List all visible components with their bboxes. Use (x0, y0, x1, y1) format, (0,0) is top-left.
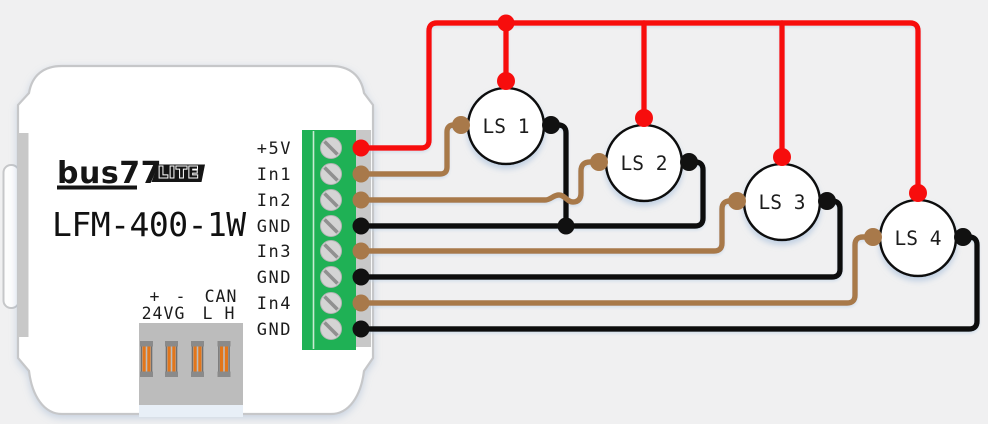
branding: bus77 LITE LFM-400-1W (52, 156, 247, 244)
dot-gnd1 (352, 217, 370, 235)
terminal-block: +5V In1 In2 GND In3 GND In4 GND (257, 130, 356, 350)
label-l: L (203, 304, 214, 323)
wires (358, 20, 980, 332)
label-g: G (175, 304, 186, 323)
sensor-ls2-gnd-dot (680, 153, 698, 171)
terminal-label-gnd2: GND (257, 268, 292, 288)
connector-strip (139, 405, 243, 417)
power-connector: + - CAN 24V G L H (139, 287, 243, 417)
dot-gnd2 (352, 268, 370, 286)
label-plus: + (150, 287, 161, 306)
wire-gnd-ls4 (358, 234, 980, 332)
sensor-ls1-plus-dot (497, 72, 515, 90)
sensor-ls1-label: LS 1 (483, 115, 530, 138)
dot-gnd3 (352, 320, 370, 338)
sensor-ls4-gnd-dot (954, 228, 972, 246)
sensor-ls3: LS 3 (728, 148, 836, 242)
sensor-ls3-plus-dot (773, 148, 791, 166)
wire-in3-ls3 (358, 198, 740, 254)
dot-in2 (352, 191, 370, 209)
terminal-label-in3: In3 (257, 242, 292, 262)
pin-24v (140, 341, 153, 377)
terminal-label-in4: In4 (257, 294, 292, 314)
wire-in2-ls2 (358, 159, 602, 205)
sensor-ls3-gnd-dot (818, 192, 836, 210)
sensor-ls4-input-dot (864, 228, 882, 246)
wire-in4-ls4 (358, 234, 876, 306)
pin-can-l (191, 341, 204, 377)
terminal-label-in2: In2 (257, 191, 292, 211)
dot-in3 (352, 242, 370, 260)
terminal-label-gnd3: GND (257, 320, 292, 340)
dot-in4 (352, 294, 370, 312)
sensor-ls3-label: LS 3 (759, 191, 806, 214)
label-can: CAN (205, 287, 238, 306)
sensor-ls2-plus-dot (635, 109, 653, 127)
connector-pins (140, 341, 231, 377)
label-24v: 24V (142, 304, 175, 323)
sensor-ls2: LS 2 (590, 109, 698, 203)
left-rail (18, 133, 29, 337)
wire-gnd-ls2 (358, 159, 706, 229)
label-h: H (225, 304, 236, 323)
terminal-block-body (302, 130, 356, 350)
junction-dot-5v-bus (497, 14, 515, 32)
left-mount-tab (2, 164, 20, 309)
sensor-ls4-label: LS 4 (895, 227, 942, 250)
pin-can-h (217, 341, 231, 377)
sensor-ls1-gnd-dot (542, 116, 560, 134)
terminal-dots (352, 14, 575, 338)
terminal-screws (320, 137, 342, 340)
brand-logo: bus77 (57, 156, 162, 191)
brand-underline (57, 185, 137, 190)
sensor-ls2-input-dot (590, 153, 608, 171)
sensor-ls2-label: LS 2 (621, 152, 668, 175)
terminal-label-5v: +5V (257, 139, 292, 159)
sensor-ls4-plus-dot (909, 184, 927, 202)
sensor-ls1: LS 1 (452, 72, 560, 166)
label-minus: - (176, 287, 187, 306)
sensor-ls1-input-dot (452, 116, 470, 134)
sensor-ls4: LS 4 (864, 184, 972, 278)
dot-5v (352, 139, 370, 157)
device-body (16, 64, 375, 416)
lite-badge (151, 164, 205, 182)
dot-in1 (352, 165, 370, 183)
terminal-label-gnd1: GND (257, 217, 292, 237)
wire-in1-ls1 (358, 122, 464, 177)
right-rail (356, 130, 371, 347)
model-name: LFM-400-1W (52, 205, 246, 244)
sensors: LS 1 LS 2 LS 3 LS 4 (452, 72, 972, 278)
lite-badge-text: LITE (158, 164, 200, 182)
wire-5v-bus (358, 20, 921, 196)
pin-g (165, 341, 178, 377)
sensor-ls3-input-dot (728, 192, 746, 210)
junction-dot-gnd (557, 217, 575, 235)
terminal-label-in1: In1 (257, 165, 292, 185)
